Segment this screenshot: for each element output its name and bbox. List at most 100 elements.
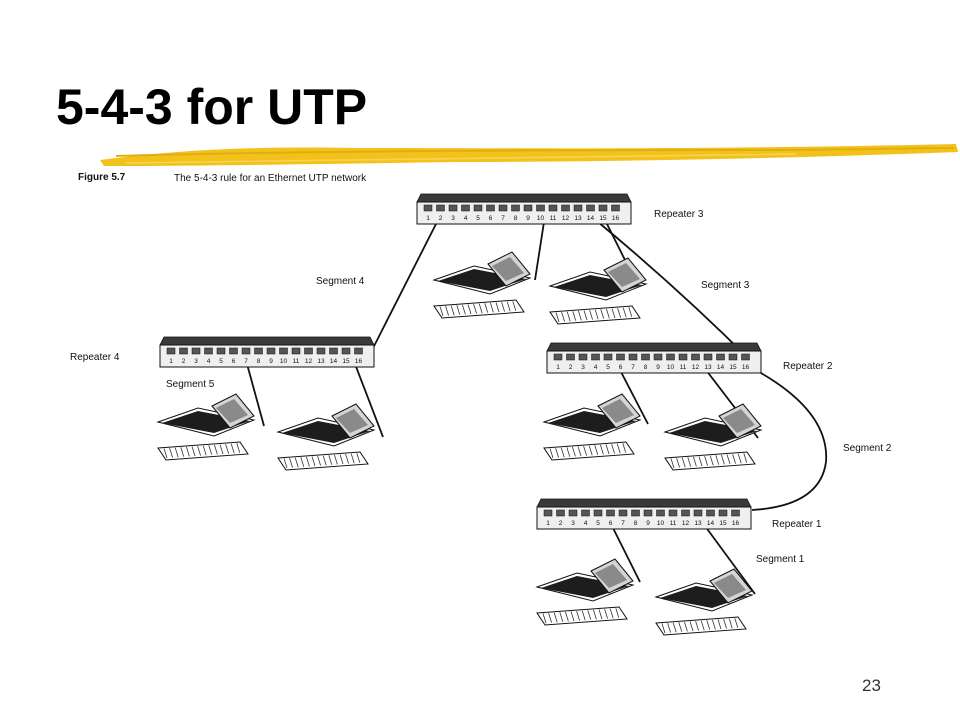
port-number: 16	[612, 215, 620, 222]
port-number: 15	[729, 364, 737, 371]
segment-1-label: Segment 1	[756, 554, 805, 565]
hub-port	[498, 204, 508, 212]
workstation-cable	[246, 363, 265, 427]
hub-port	[591, 353, 600, 361]
port-number: 15	[719, 520, 727, 527]
hub-port	[631, 509, 640, 517]
port-number: 15	[342, 358, 350, 365]
hub-port	[486, 204, 495, 212]
port-number: 12	[305, 358, 313, 365]
port-number: 11	[550, 215, 557, 222]
port-number: 4	[594, 364, 598, 371]
hub-port	[681, 509, 690, 517]
repeater-3-label: Repeater 3	[654, 209, 704, 220]
hub-port	[204, 347, 213, 355]
port-number: 10	[667, 364, 675, 371]
hub-port	[316, 347, 326, 355]
hub-port	[423, 204, 433, 212]
hub-port	[706, 509, 715, 517]
segment-2-label: Segment 2	[843, 443, 892, 454]
hub-port	[578, 353, 588, 361]
port-number: 7	[631, 364, 635, 371]
hub-port	[641, 353, 650, 361]
port-number: 9	[656, 364, 660, 371]
hub-port	[693, 509, 703, 517]
port-number: 13	[704, 364, 712, 371]
hub-port	[731, 509, 740, 517]
desktop-computer-icon	[276, 403, 376, 471]
port-number: 11	[670, 520, 677, 527]
port-number: 11	[293, 358, 300, 365]
hub-port	[536, 204, 545, 212]
segment-2-cable	[751, 367, 827, 511]
port-number: 12	[562, 215, 570, 222]
hub-port	[216, 347, 226, 355]
port-number: 4	[584, 520, 588, 527]
segment-3-label: Segment 3	[701, 280, 750, 291]
hub-port	[691, 353, 700, 361]
port-number: 8	[514, 215, 518, 222]
figure-caption-label: Figure 5.7	[78, 172, 126, 183]
hub-port	[716, 353, 725, 361]
port-number: 2	[569, 364, 573, 371]
hub-port	[556, 509, 565, 517]
desktop-computer-icon	[542, 393, 642, 461]
hub-port	[573, 204, 583, 212]
hub-port	[656, 509, 665, 517]
desktop-computer-icon	[535, 558, 635, 626]
port-number: 1	[426, 215, 430, 222]
hub-port	[254, 347, 263, 355]
hub-port	[266, 347, 276, 355]
hub-port	[473, 204, 483, 212]
hub-port	[718, 509, 728, 517]
segment-4-label: Segment 4	[316, 276, 365, 287]
hub-port	[448, 204, 458, 212]
hub-port	[436, 204, 445, 212]
hub-port	[179, 347, 188, 355]
port-number: 5	[476, 215, 480, 222]
hub-port	[603, 353, 613, 361]
hub-port	[279, 347, 288, 355]
port-number: 5	[596, 520, 600, 527]
title-underline-brush	[100, 144, 958, 166]
port-number: 7	[244, 358, 248, 365]
port-number: 14	[330, 358, 338, 365]
hub-port	[241, 347, 251, 355]
hub-port	[548, 204, 558, 212]
port-number: 3	[571, 520, 575, 527]
desktop-computer-icon	[548, 257, 648, 325]
hub-port	[354, 347, 363, 355]
hub-port	[461, 204, 470, 212]
port-number: 2	[182, 358, 186, 365]
workstation-cable	[611, 525, 641, 583]
port-number: 14	[587, 215, 595, 222]
hub-port	[611, 204, 620, 212]
port-number: 6	[609, 520, 613, 527]
hub-port	[741, 353, 750, 361]
hub-port	[653, 353, 663, 361]
port-number: 7	[621, 520, 625, 527]
hub-port	[229, 347, 238, 355]
hub-port	[553, 353, 563, 361]
slide-title: 5-4-3 for UTP	[56, 79, 368, 135]
port-number: 12	[682, 520, 690, 527]
port-number: 14	[707, 520, 715, 527]
port-number: 3	[194, 358, 198, 365]
port-number: 6	[232, 358, 236, 365]
hub-port	[511, 204, 520, 212]
hub-port	[191, 347, 201, 355]
port-number: 1	[546, 520, 550, 527]
port-number: 2	[439, 215, 443, 222]
port-number: 16	[732, 520, 740, 527]
port-number: 13	[574, 215, 582, 222]
port-number: 12	[692, 364, 700, 371]
hub-port	[628, 353, 638, 361]
hub-port	[329, 347, 338, 355]
hub-port	[598, 204, 608, 212]
port-number: 5	[219, 358, 223, 365]
hub-port	[523, 204, 533, 212]
